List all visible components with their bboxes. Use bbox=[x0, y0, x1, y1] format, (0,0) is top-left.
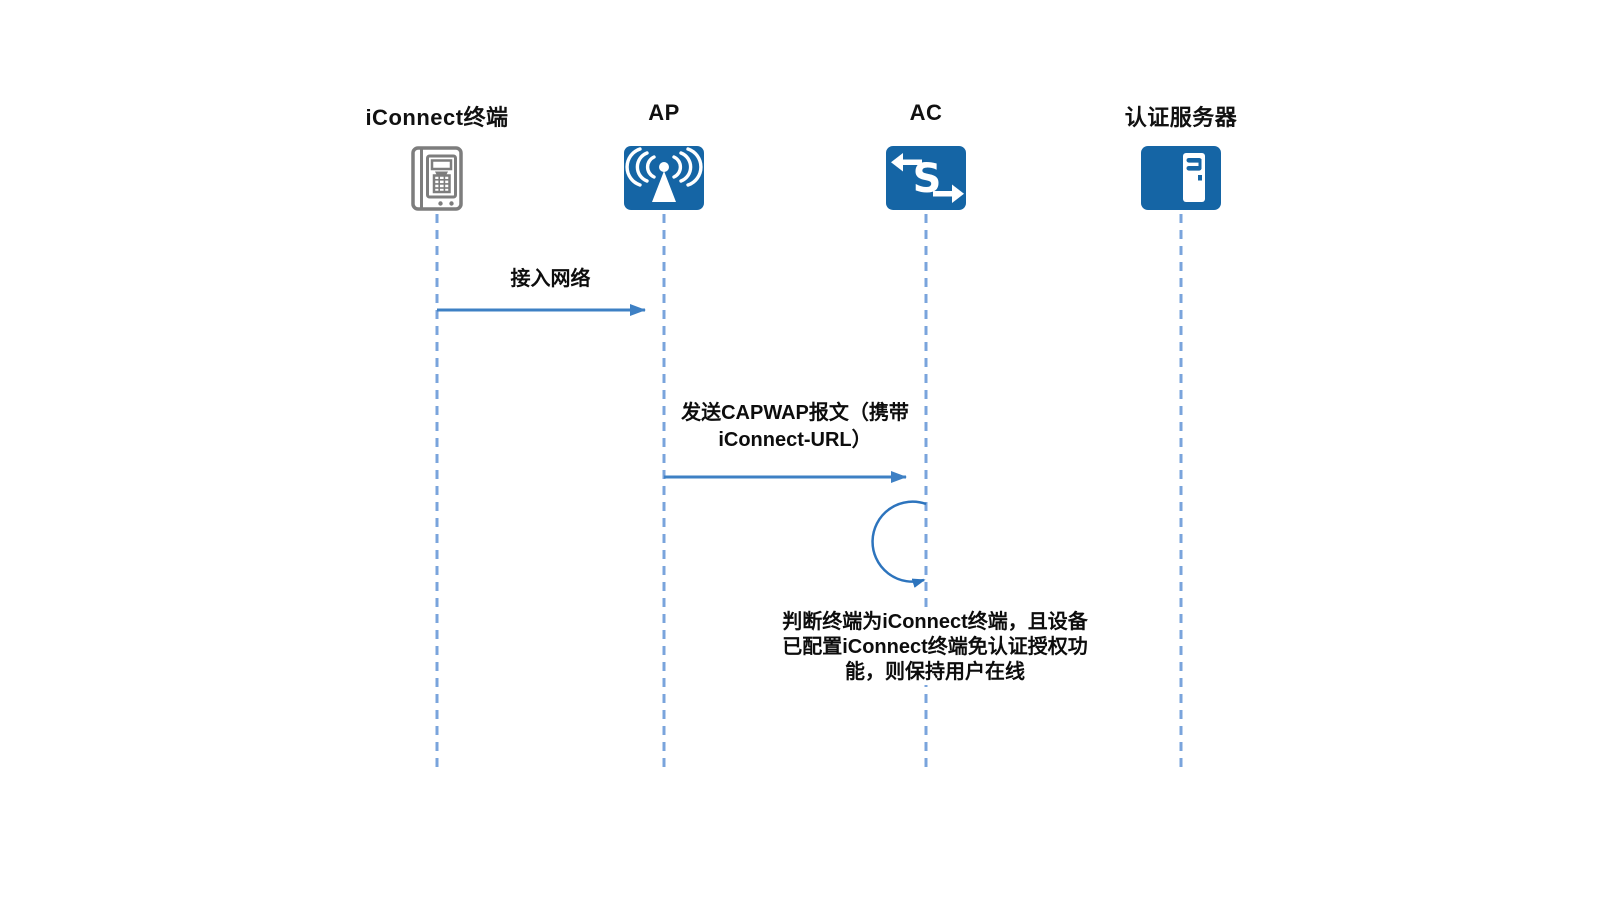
actor-label-iconnect-terminal: iConnect终端 bbox=[365, 105, 509, 130]
actor-label-ap: AP bbox=[648, 100, 680, 125]
actor-label-ac: AC bbox=[909, 100, 943, 125]
self-loop-arrow-ac bbox=[871, 500, 927, 588]
actor-label-auth-server: 认证服务器 bbox=[1124, 105, 1238, 130]
access-point-icon bbox=[624, 146, 704, 210]
ac-decision-note: 判断终端为iConnect终端，且设备已配置iConnect终端免认证授权功能，… bbox=[774, 610, 1096, 685]
wall-phone-icon bbox=[411, 146, 463, 211]
message-label-access-network: 接入网络 bbox=[510, 268, 591, 290]
access-controller-icon: S bbox=[886, 146, 966, 210]
message-label-capwap: 发送CAPWAP报文（携带iConnect-URL） bbox=[681, 402, 909, 451]
auth-server-icon bbox=[1141, 146, 1221, 210]
